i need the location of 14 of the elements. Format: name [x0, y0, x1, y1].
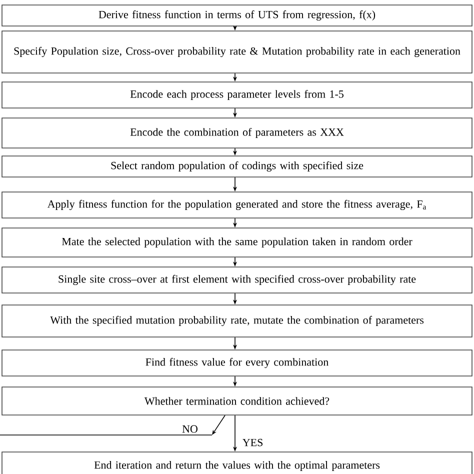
edge-label: NO: [182, 425, 198, 433]
process-box: Encode the combination of parameters as XXX: [2, 118, 472, 148]
process-box: Select random population of codings with specified size: [2, 156, 472, 178]
process-box: End iteration and return the values with the optimal parameters: [2, 452, 472, 474]
process-box: Mate the selected population with the same population taken in random order: [2, 228, 472, 258]
process-box: Derive fitness function in terms of UTS from regression, f(x): [2, 4, 472, 26]
process-box: Specify Population size, Cross-over probability rate & Mutation probability rate in each generation: [2, 30, 472, 74]
edge-label: YES: [242, 438, 262, 446]
process-box: Single site cross–over at first element with specified cross-over probability rate: [2, 266, 472, 294]
process-box: Whether termination condition achieved?: [2, 386, 472, 416]
process-box: Find fitness value for every combination: [2, 350, 472, 376]
process-box: With the specified mutation probability rate, mutate the combination of parameters: [2, 304, 472, 338]
process-box: Apply fitness function for the population generated and store the fitness average, F$_{a}$: [2, 192, 472, 218]
process-box: Encode each process parameter levels from 1-5: [2, 82, 472, 108]
